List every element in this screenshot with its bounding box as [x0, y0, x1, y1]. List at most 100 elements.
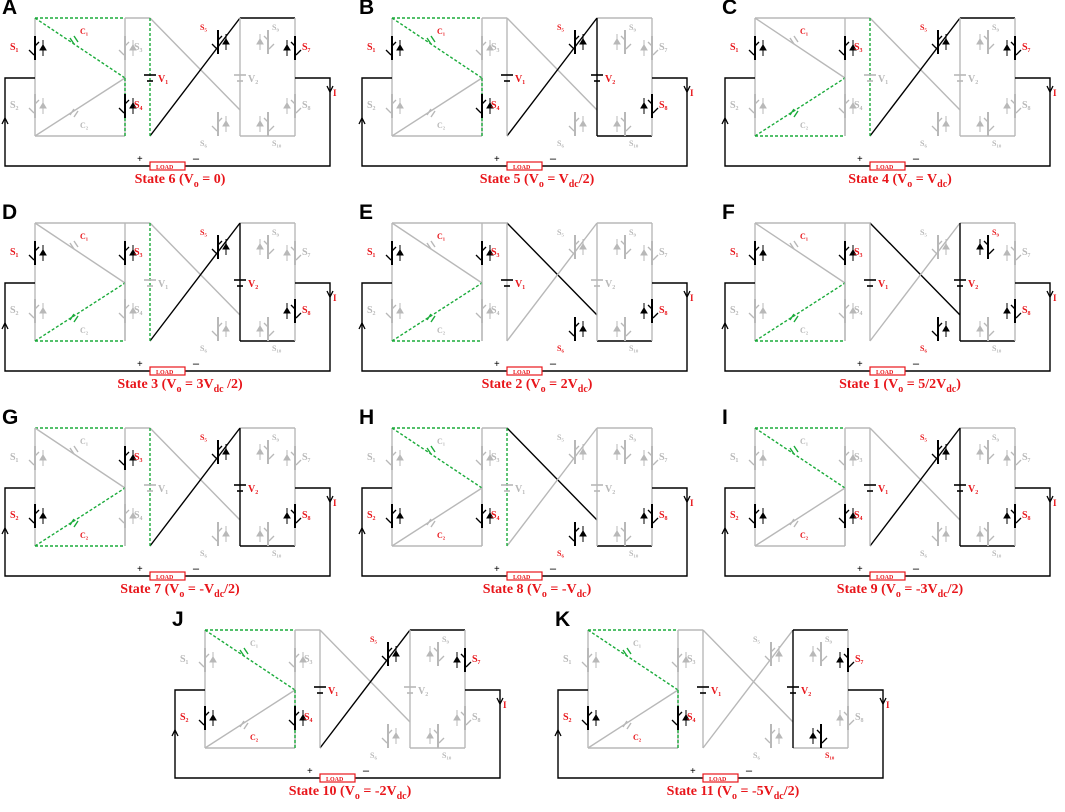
- label-v1: V₁: [515, 74, 525, 85]
- switch-s5: [211, 30, 230, 54]
- label-s10: S₁₀: [629, 139, 639, 148]
- loop-arrow: [171, 728, 179, 737]
- c2-diagonal: [754, 282, 846, 342]
- load-label: LOAD: [156, 575, 174, 581]
- switch-s6: [568, 317, 587, 341]
- c1-diagonal: [391, 222, 483, 284]
- cross-lower: [149, 17, 241, 111]
- cross-lower: [506, 222, 598, 316]
- caption-text: State 7 (V: [120, 582, 180, 597]
- caption-subscript: dc: [946, 383, 957, 395]
- label-s8: S₈: [1022, 100, 1031, 111]
- load-wire-right: [185, 487, 331, 577]
- loop-arrow: [1, 116, 9, 125]
- label-s9: S₉: [825, 635, 832, 644]
- load-box: [149, 161, 186, 171]
- load-label: LOAD: [876, 575, 894, 581]
- panel-letter: B: [359, 0, 375, 19]
- label-s2: S₂: [367, 100, 376, 111]
- current-label: I: [886, 700, 890, 710]
- caption-text: = 2V: [545, 377, 578, 392]
- label-s9: S₉: [442, 635, 449, 644]
- load-wire-left: [724, 282, 870, 372]
- label-s4: S₄: [134, 510, 143, 521]
- caption-subscript: o: [540, 383, 546, 395]
- label-s7: S₇: [472, 654, 481, 665]
- switch-s3: [838, 446, 857, 470]
- load-minus: –: [912, 151, 920, 165]
- switch-s3: [838, 36, 857, 60]
- label-c1: C₁: [437, 27, 446, 36]
- load-plus: +: [690, 766, 696, 777]
- loop-arrow: [358, 116, 366, 125]
- label-s10: S₁₀: [629, 344, 639, 353]
- load-wire-right: [905, 77, 1051, 167]
- load-wire-left: [724, 77, 870, 167]
- switch-s1: [748, 241, 767, 265]
- switch-s6: [211, 522, 230, 546]
- switch-s10: [976, 112, 995, 136]
- switch-s9: [426, 642, 445, 666]
- label-s7: S₇: [1022, 247, 1031, 258]
- switch-s1: [581, 648, 600, 672]
- state-caption: State 1 (Vo = 5/2Vdc): [740, 377, 1060, 395]
- caption-subscript: o: [538, 178, 544, 190]
- switch-s9: [976, 235, 995, 259]
- label-s10: S₁₀: [992, 549, 1002, 558]
- caption-subscript: o: [176, 383, 182, 395]
- label-s1: S₁: [563, 654, 572, 665]
- switch-s6: [568, 522, 587, 546]
- cross-lower: [149, 427, 241, 521]
- load-wire-left: [174, 689, 320, 779]
- load-label: LOAD: [876, 165, 894, 171]
- switch-s2: [28, 94, 47, 118]
- label-s5: S₅: [920, 23, 927, 32]
- label-v2: V₂: [248, 484, 258, 495]
- c1-diagonal: [34, 427, 126, 489]
- caption-text: = 0): [198, 172, 226, 187]
- label-v1: V₁: [158, 279, 168, 290]
- switch-s9: [256, 30, 275, 54]
- switch-s8: [836, 706, 855, 730]
- switch-s9: [613, 30, 632, 54]
- load-box: [702, 773, 739, 783]
- loop-arrow: [721, 116, 729, 125]
- c1-diagonal: [754, 17, 846, 79]
- label-s6: S₆: [370, 751, 377, 760]
- caption-subscript: dc: [937, 588, 948, 600]
- load-plus: +: [494, 564, 500, 575]
- state-caption: State 9 (Vo = -3Vdc/2): [740, 582, 1060, 600]
- label-s6: S₆: [753, 751, 760, 760]
- caption-subscript: o: [907, 178, 913, 190]
- cross-upper: [506, 17, 598, 137]
- label-v1: V₁: [878, 279, 888, 290]
- current-label: I: [1053, 498, 1057, 508]
- switch-s4: [475, 504, 494, 528]
- label-s7: S₇: [1022, 452, 1031, 463]
- label-s1: S₁: [367, 42, 376, 53]
- switch-s4: [475, 94, 494, 118]
- loop-arrow: [721, 321, 729, 330]
- capacitor-c1: [789, 445, 799, 455]
- capacitor-c1: [789, 240, 799, 250]
- load-wire-left: [4, 282, 150, 372]
- label-s7: S₇: [302, 247, 311, 258]
- label-s8: S₈: [1022, 305, 1031, 316]
- load-minus: –: [745, 763, 753, 777]
- switch-s6: [568, 112, 587, 136]
- load-minus: –: [912, 356, 920, 370]
- label-s8: S₈: [302, 510, 311, 521]
- label-s6: S₆: [557, 344, 564, 353]
- c1-diagonal: [754, 222, 846, 284]
- label-s8: S₈: [659, 100, 668, 111]
- label-c1: C₁: [800, 437, 809, 446]
- capacitor-c2: [69, 313, 79, 323]
- label-s5: S₅: [920, 228, 927, 237]
- c1-diagonal: [587, 629, 679, 691]
- label-c1: C₁: [250, 639, 259, 648]
